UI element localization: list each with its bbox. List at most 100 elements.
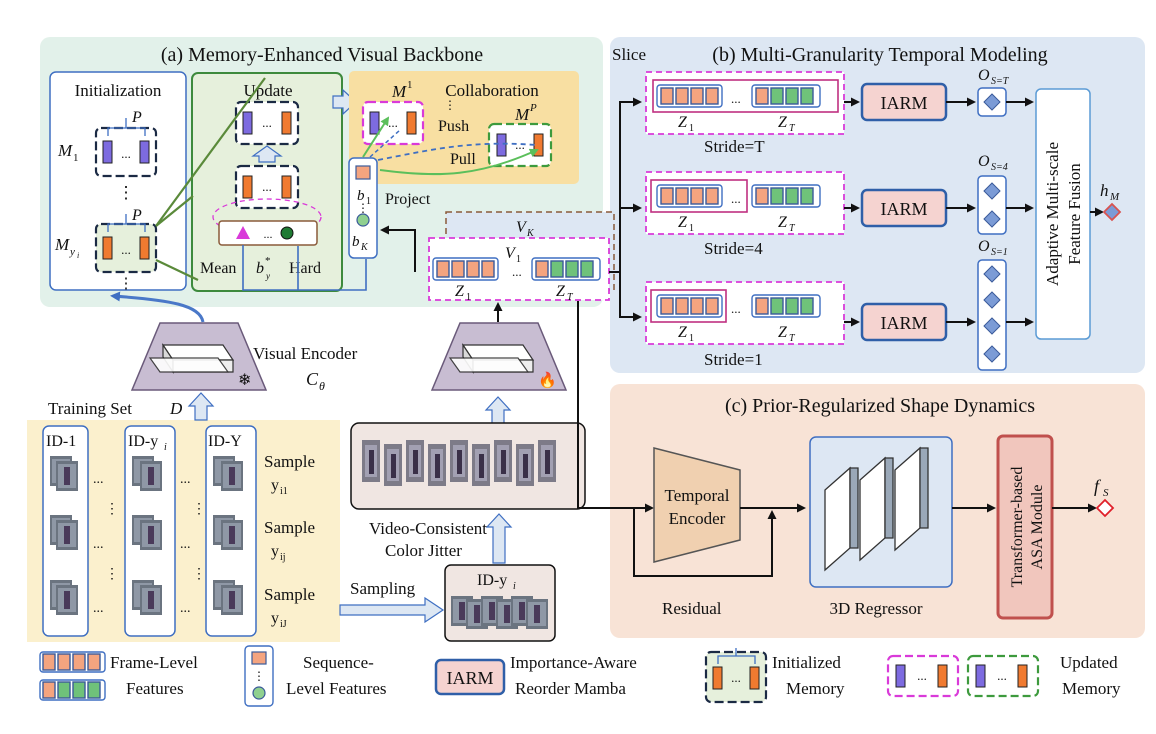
dots: ... xyxy=(121,146,131,161)
dots: ... xyxy=(262,115,272,130)
stride-1-label: Stride=1 xyxy=(704,350,763,369)
iarm-label: IARM xyxy=(880,313,927,333)
visual-encoder-trainable: 🔥 xyxy=(430,322,568,391)
b-star-sub: y xyxy=(265,271,270,281)
pull-label: Pull xyxy=(450,151,476,168)
sample-label: Sample xyxy=(264,585,315,604)
zt-sub: T xyxy=(789,123,796,134)
fs-diamond xyxy=(1095,498,1115,518)
collaboration-box: Collaboration M 1 ... Push ⋮ M P ... Pul… xyxy=(349,71,579,184)
update-box: Update ... ... ... Mean b * y Hard xyxy=(191,72,343,292)
bk-label: b xyxy=(352,234,360,250)
sample-id-sub: i xyxy=(513,581,516,592)
connector-line xyxy=(155,77,266,227)
3d-regressor xyxy=(809,436,953,588)
id-Y-label: ID-Y xyxy=(208,433,242,450)
zt-sub: T xyxy=(789,333,796,344)
p-label: P xyxy=(131,207,142,224)
asa-module xyxy=(996,434,1054,620)
z1-label: Z xyxy=(678,324,688,341)
visual-encoder-frozen: ❄ xyxy=(130,322,268,391)
fs-sub: S xyxy=(1103,487,1109,499)
panel-b-title: (b) Multi-Granularity Temporal Modeling xyxy=(712,44,1047,66)
mean-label: Mean xyxy=(200,260,236,277)
vdots: ⋮ xyxy=(357,201,369,215)
v1-sub: 1 xyxy=(516,254,521,265)
iarm-label: IARM xyxy=(880,199,927,219)
update-cycle xyxy=(212,198,322,236)
dots: ... xyxy=(93,472,104,487)
z1-sub: 1 xyxy=(689,333,694,344)
o-t-label: O xyxy=(978,67,990,84)
sample-sub: i1 xyxy=(280,486,288,497)
sampling-label: Sampling xyxy=(350,579,416,598)
visual-encoder-label: Visual Encoder xyxy=(253,344,358,363)
z1-sub: 1 xyxy=(466,292,471,303)
snowflake-icon: ❄ xyxy=(238,372,251,389)
legend: Frame-Level Features ⋮ Sequence- Level F… xyxy=(39,645,1121,707)
z1-sub: 1 xyxy=(689,223,694,234)
m1-sup: 1 xyxy=(407,79,413,91)
residual-arrow xyxy=(633,508,777,577)
training-set: ID-1 ID-y i ID-Y ... ... ... ... ... ...… xyxy=(42,425,257,637)
zt-sub: T xyxy=(567,292,574,303)
legend-seq-line2: Level Features xyxy=(286,679,387,698)
sample-sym: y xyxy=(271,543,279,560)
pull-arrow xyxy=(379,148,539,176)
o-1-sub: S=1 xyxy=(991,247,1008,258)
memory-m1 xyxy=(94,126,158,178)
sampling-arrow xyxy=(339,596,445,624)
vdots: ⋮ xyxy=(105,502,119,517)
b-star-label: b xyxy=(256,260,264,277)
zt-to-temporal-encoder-arrow xyxy=(577,301,654,513)
id-yi-label: ID-y xyxy=(128,433,158,450)
connector-line xyxy=(155,259,199,281)
slice-arrow-t xyxy=(609,97,642,273)
o-1-box xyxy=(977,259,1007,371)
hm-label: h xyxy=(1100,181,1109,200)
training-set-label: Training Set xyxy=(48,399,132,418)
memory-myi xyxy=(94,222,158,274)
dots: ... xyxy=(180,537,191,552)
sample-sym: y xyxy=(271,477,279,494)
fusion-label-line2: Feature Fusion xyxy=(1065,163,1084,265)
vdots: ⋮ xyxy=(105,567,119,582)
stride-4-label: Stride=4 xyxy=(704,239,763,258)
encoder-symbol-sub: θ xyxy=(319,379,325,393)
dots: ... xyxy=(121,242,131,257)
feature-fusion-box xyxy=(1035,88,1091,340)
dots: ... xyxy=(180,601,191,616)
zt-label: Z xyxy=(778,214,788,231)
b1-sub: 1 xyxy=(366,196,371,207)
vdots: ⋮ xyxy=(192,502,206,517)
id-yi-sub: i xyxy=(164,442,167,453)
sample-sub: iJ xyxy=(280,619,287,630)
bk-sub: K xyxy=(360,242,369,253)
iarm-label: IARM xyxy=(880,93,927,113)
sample-sym: y xyxy=(271,610,279,627)
project-arrow xyxy=(380,225,416,272)
dots: ... xyxy=(515,137,525,152)
jitter-label-line2: Color Jitter xyxy=(385,541,462,560)
legend-updated-line1: Updated xyxy=(1060,653,1118,672)
vk-label: V xyxy=(516,219,528,236)
legend-frame-line1: Frame-Level xyxy=(110,653,198,672)
panel-a-title: (a) Memory-Enhanced Visual Backbone xyxy=(161,44,483,66)
dots: ... xyxy=(997,668,1007,683)
training-set-symbol: D xyxy=(169,399,183,418)
z1-sub: 1 xyxy=(689,123,694,134)
v1-feature-box: V 1 ... Z 1 Z T xyxy=(428,237,610,303)
b-vector: b 1 ⋮ b K xyxy=(348,157,378,259)
z1-label: Z xyxy=(678,114,688,131)
asa-label-line1: Transformer-based xyxy=(1009,467,1026,588)
hm-diamond xyxy=(1102,202,1122,222)
slice-label: Slice xyxy=(612,45,646,64)
training-to-encoder-arrow xyxy=(187,392,215,421)
vdots: ⋮ xyxy=(119,276,134,292)
stride-t-group: ... Z 1 Z T xyxy=(645,71,845,135)
dots: ... xyxy=(180,472,191,487)
residual-label: Residual xyxy=(662,599,722,618)
legend-updated-line2: Memory xyxy=(1062,679,1121,698)
sample-label: Sample xyxy=(264,518,315,537)
dots: ... xyxy=(264,227,273,241)
